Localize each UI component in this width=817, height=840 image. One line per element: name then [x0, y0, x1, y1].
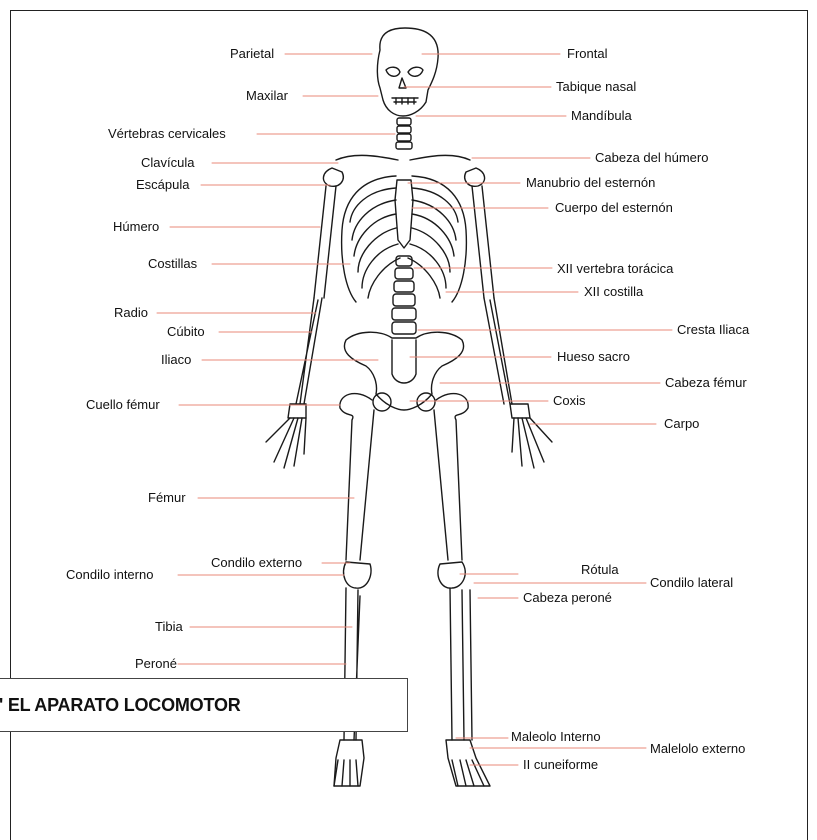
label-costillas: Costillas: [148, 257, 197, 271]
pelvis: [344, 332, 463, 411]
label-femur: Fémur: [148, 491, 186, 505]
label-vertebras-cervicales: Vértebras cervicales: [108, 127, 226, 141]
rib-cage: [342, 176, 467, 302]
title-banner: ' EL APARATO LOCOMOTOR: [0, 678, 408, 732]
label-ii-cuneiforme: II cuneiforme: [523, 758, 598, 772]
cervical-spine: [396, 118, 412, 149]
label-iliaco: Iliaco: [161, 353, 191, 367]
feet: [334, 740, 490, 786]
label-clavicula: Clavícula: [141, 156, 194, 170]
label-cabeza-perone: Cabeza peroné: [523, 591, 612, 605]
label-rotula: Rótula: [581, 563, 619, 577]
label-condilo-lateral: Condilo lateral: [650, 576, 733, 590]
label-xii-costilla: XII costilla: [584, 285, 643, 299]
right-hand: [510, 404, 552, 468]
label-condilo-externo: Condilo externo: [211, 556, 302, 570]
label-cresta-iliaca: Cresta Iliaca: [677, 323, 749, 337]
label-humero: Húmero: [113, 220, 159, 234]
label-cuello-femur: Cuello fémur: [86, 398, 160, 412]
label-manubrio-del-esternon: Manubrio del esternón: [526, 176, 655, 190]
banner-title: ' EL APARATO LOCOMOTOR: [0, 695, 241, 716]
label-parietal: Parietal: [230, 47, 274, 61]
label-coxis: Coxis: [553, 394, 586, 408]
label-mandibula: Mandíbula: [571, 109, 632, 123]
label-maxilar: Maxilar: [246, 89, 288, 103]
left-arm: [296, 186, 336, 404]
label-tibia: Tibia: [155, 620, 183, 634]
label-maleolo-interno: Maleolo Interno: [511, 730, 601, 744]
label-cabeza-del-humero: Cabeza del húmero: [595, 151, 708, 165]
right-arm: [472, 186, 512, 404]
label-cuerpo-del-esternon: Cuerpo del esternón: [555, 201, 673, 215]
label-hueso-sacro: Hueso sacro: [557, 350, 630, 364]
skull: [377, 28, 438, 116]
label-cabeza-femur: Cabeza fémur: [665, 376, 747, 390]
label-xii-vertebra-toracica: XII vertebra torácica: [557, 262, 673, 276]
left-hand: [266, 404, 306, 468]
label-malelolo-externo: Malelolo externo: [650, 742, 745, 756]
label-frontal: Frontal: [567, 47, 607, 61]
label-condilo-interno: Condilo interno: [66, 568, 153, 582]
right-leg: [434, 394, 472, 740]
label-radio: Radio: [114, 306, 148, 320]
label-tabique-nasal: Tabique nasal: [556, 80, 636, 94]
label-cubito: Cúbito: [167, 325, 205, 339]
label-carpo: Carpo: [664, 417, 699, 431]
label-escapula: Escápula: [136, 178, 189, 192]
lumbar-spine: [392, 256, 416, 334]
label-perone: Peroné: [135, 657, 177, 671]
